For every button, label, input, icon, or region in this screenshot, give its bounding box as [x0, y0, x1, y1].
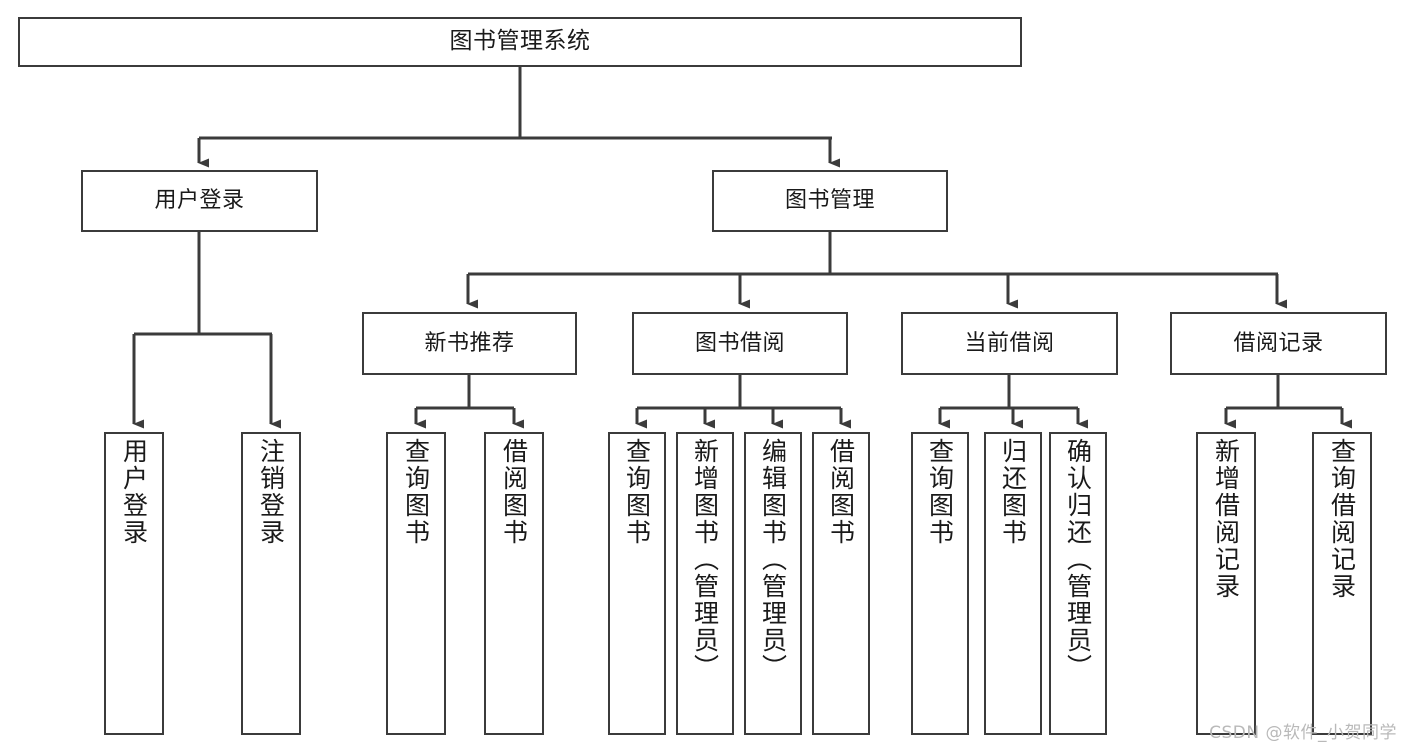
- leaf-query-book-borrow-label: 查询图书: [622, 438, 652, 546]
- leaf-edit-book-admin[interactable]: 编辑图书（管理员）: [744, 432, 802, 735]
- leaf-query-borrow-record[interactable]: 查询借阅记录: [1312, 432, 1372, 735]
- node-current-borrow[interactable]: 当前借阅: [901, 312, 1118, 375]
- leaf-return-book-label: 归还图书: [998, 438, 1028, 546]
- node-current-borrow-label: 当前借阅: [964, 330, 1055, 356]
- node-root[interactable]: 图书管理系统: [18, 17, 1022, 67]
- leaf-borrow-book-label: 借阅图书: [826, 438, 856, 546]
- leaf-return-book[interactable]: 归还图书: [984, 432, 1042, 735]
- leaf-query-book-recommend-label: 查询图书: [401, 438, 431, 546]
- leaf-confirm-return-admin-label: 确认归还（管理员）: [1063, 438, 1093, 681]
- node-book-manage[interactable]: 图书管理: [712, 170, 948, 232]
- leaf-add-book-admin-label: 新增图书（管理员）: [690, 438, 720, 681]
- node-book-borrow[interactable]: 图书借阅: [632, 312, 848, 375]
- leaf-query-book-recommend[interactable]: 查询图书: [386, 432, 446, 735]
- leaf-logout-label: 注销登录: [256, 438, 286, 546]
- leaf-edit-book-admin-label: 编辑图书（管理员）: [758, 438, 788, 681]
- node-user-login-label: 用户登录: [154, 188, 245, 214]
- node-book-manage-label: 图书管理: [784, 188, 875, 214]
- leaf-confirm-return-admin[interactable]: 确认归还（管理员）: [1049, 432, 1107, 735]
- leaf-add-book-admin[interactable]: 新增图书（管理员）: [676, 432, 734, 735]
- leaf-user-login-label: 用户登录: [119, 438, 149, 546]
- node-root-label: 图书管理系统: [449, 28, 591, 55]
- node-book-borrow-label: 图书借阅: [694, 330, 785, 356]
- node-borrow-record-label: 借阅记录: [1233, 330, 1324, 356]
- node-new-book-recommend-label: 新书推荐: [424, 330, 515, 356]
- leaf-query-book-current[interactable]: 查询图书: [911, 432, 969, 735]
- leaf-borrow-book-recommend[interactable]: 借阅图书: [484, 432, 544, 735]
- leaf-add-borrow-record-label: 新增借阅记录: [1211, 438, 1241, 600]
- node-borrow-record[interactable]: 借阅记录: [1170, 312, 1387, 375]
- leaf-query-borrow-record-label: 查询借阅记录: [1327, 438, 1357, 600]
- leaf-borrow-book[interactable]: 借阅图书: [812, 432, 870, 735]
- leaf-query-book-current-label: 查询图书: [925, 438, 955, 546]
- node-new-book-recommend[interactable]: 新书推荐: [362, 312, 577, 375]
- leaf-borrow-book-recommend-label: 借阅图书: [499, 438, 529, 546]
- leaf-add-borrow-record[interactable]: 新增借阅记录: [1196, 432, 1256, 735]
- leaf-logout[interactable]: 注销登录: [241, 432, 301, 735]
- leaf-user-login[interactable]: 用户登录: [104, 432, 164, 735]
- leaf-query-book-borrow[interactable]: 查询图书: [608, 432, 666, 735]
- node-user-login[interactable]: 用户登录: [81, 170, 318, 232]
